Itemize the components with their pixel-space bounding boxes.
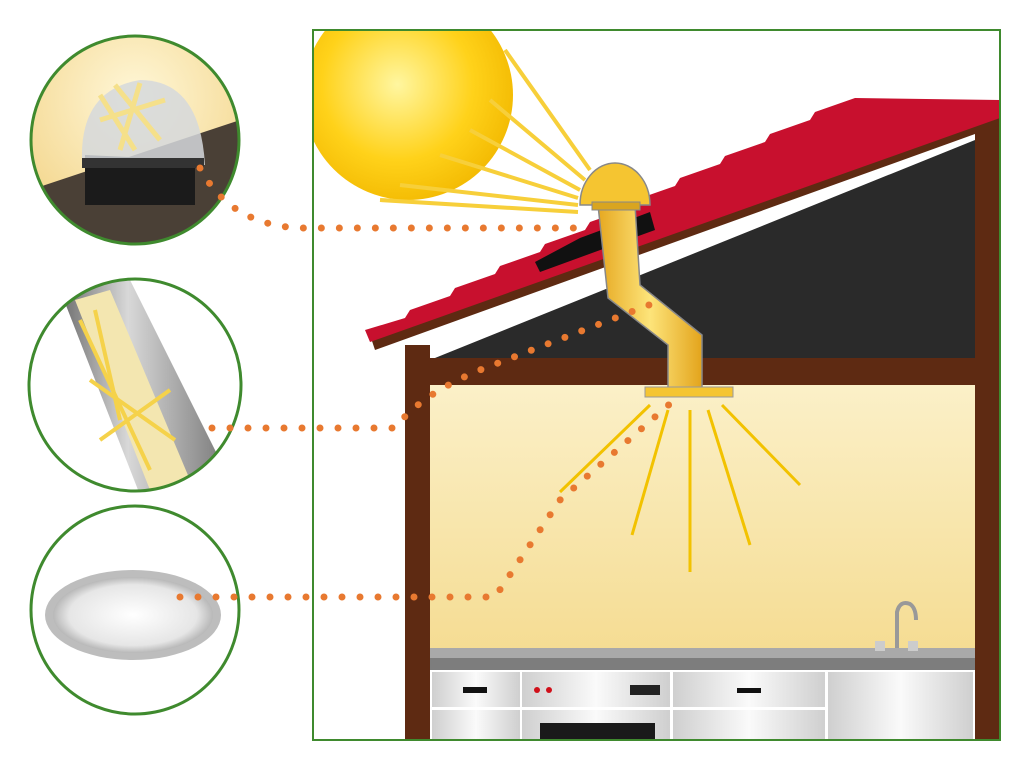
scene-frame [312, 29, 1001, 741]
skylight-dome [579, 162, 651, 206]
roof [365, 98, 1000, 342]
sun-rays [379, 48, 592, 214]
interior-light-rays [558, 403, 802, 572]
kitchen-counter [430, 601, 975, 740]
callout-tube [27, 277, 243, 493]
room-interior [430, 385, 975, 655]
sun [313, 30, 513, 200]
callout-lines [176, 164, 684, 601]
callout-dome [29, 34, 241, 246]
ceiling-diffuser [644, 386, 734, 398]
faucet [895, 601, 918, 648]
house-scene [313, 30, 1000, 740]
callout-diffuser [29, 504, 241, 716]
attic [430, 140, 975, 360]
left-wall [405, 345, 430, 740]
right-wall [975, 120, 1000, 740]
callout-line-dome [196, 164, 589, 232]
